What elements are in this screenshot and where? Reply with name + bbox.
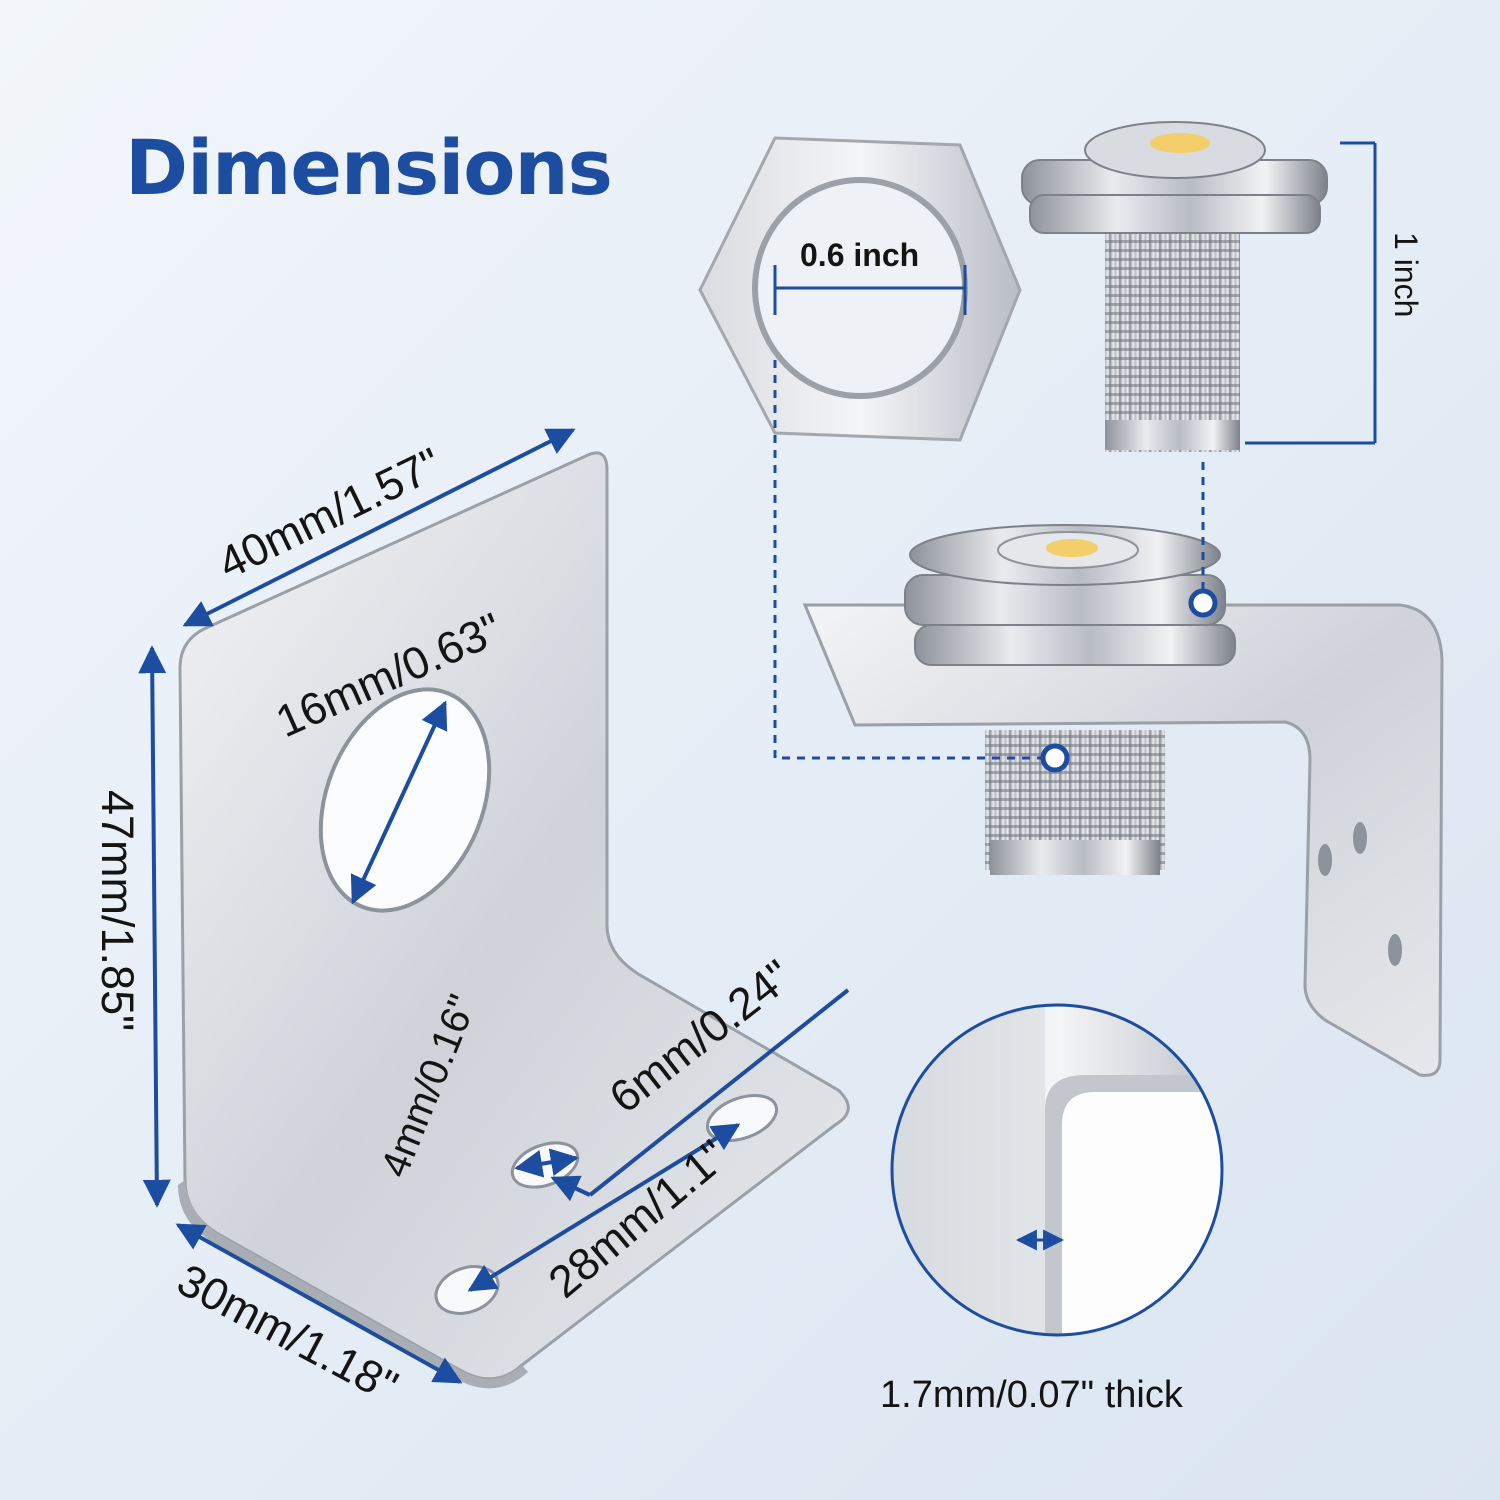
connector-threads: [1105, 232, 1240, 452]
assembly-center-pin: [1046, 539, 1098, 557]
page-title: Dimensions: [125, 123, 613, 212]
thickness-label: 1.7mm/0.07" thick: [880, 1374, 1184, 1416]
connector-height-label: 1 inch: [1388, 232, 1424, 317]
assembly-nut: [914, 624, 1236, 666]
l-bracket: [178, 451, 850, 1389]
assembled-bracket: [802, 524, 1444, 1077]
assembly-bracket-plate: [802, 603, 1444, 1077]
thickness-magnifier: [890, 1003, 1224, 1337]
hole-diameter-arrow: [350, 700, 448, 905]
assembly-guides: [773, 360, 1218, 773]
depth-arrow: [175, 1223, 463, 1384]
bracket-height-label: 47mm/1.85": [92, 790, 143, 1031]
bracket-dimension-lines: [138, 428, 850, 1384]
width-arrow: [182, 428, 576, 627]
center-pin: [1150, 133, 1210, 153]
spacing-arrow: [467, 1123, 741, 1292]
magnifier-ring: [890, 1003, 1224, 1337]
slot-leader: [588, 988, 850, 1197]
height-arrow: [138, 645, 171, 1208]
bracket-plate: [178, 451, 850, 1381]
uhf-connector: [1021, 121, 1328, 452]
nut-guide-line: [773, 360, 1055, 760]
nut-diameter-label: 0.6 inch: [800, 237, 919, 273]
slot-leader-tip: [550, 1175, 591, 1202]
